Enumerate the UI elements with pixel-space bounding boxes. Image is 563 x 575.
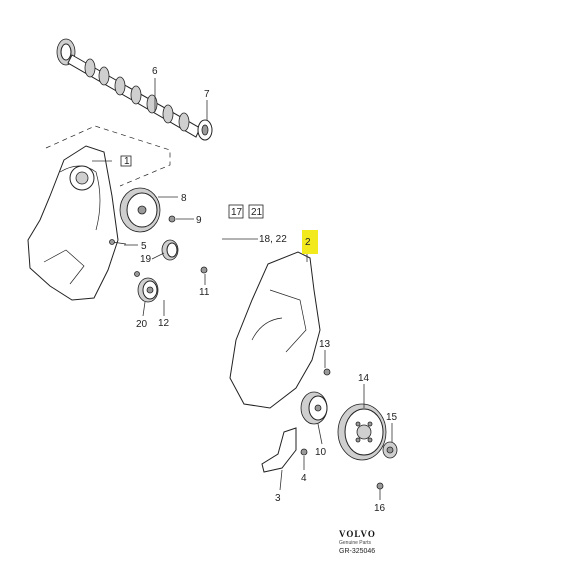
bracket — [261, 427, 297, 473]
camshaft-seal — [197, 119, 213, 141]
brand-block: VOLVO Genuine Parts GR-325046 — [339, 529, 409, 555]
crankshaft-pulley — [337, 403, 387, 461]
callout-3[interactable]: 3 — [275, 493, 281, 504]
bolt-9 — [168, 215, 176, 223]
bolt-5 — [109, 239, 127, 245]
callout-15[interactable]: 15 — [386, 412, 398, 423]
callout-16[interactable]: 16 — [374, 503, 386, 514]
callout-6[interactable]: 6 — [152, 66, 158, 77]
brand-subtitle: Genuine Parts — [339, 540, 371, 546]
callout-2-highlight — [302, 230, 318, 254]
callout-1[interactable]: 1 — [124, 156, 130, 167]
callout-1-box — [120, 155, 132, 167]
upper-timing-cover — [27, 145, 119, 301]
callout-13[interactable]: 13 — [319, 339, 331, 350]
callout-5[interactable]: 5 — [141, 241, 147, 252]
pulley-bolt — [382, 441, 398, 459]
callout-17-box — [228, 204, 244, 219]
callout-17[interactable]: 17 — [231, 207, 243, 218]
callout-2[interactable]: 2 — [305, 237, 311, 248]
callout-4[interactable]: 4 — [301, 473, 307, 484]
brand-logo: VOLVO — [339, 529, 376, 539]
bolt-4 — [300, 448, 308, 456]
bolt-11 — [200, 266, 208, 274]
belt-tensioner — [134, 271, 159, 303]
callout-10[interactable]: 10 — [315, 447, 327, 458]
callout-9[interactable]: 9 — [196, 215, 202, 226]
camshaft — [56, 38, 201, 138]
callout-18-22[interactable]: 18, 22 — [259, 234, 287, 245]
callout-8[interactable]: 8 — [181, 193, 187, 204]
callout-21[interactable]: 21 — [251, 207, 263, 218]
callout-21-box — [248, 204, 264, 219]
idler-roller — [161, 239, 179, 261]
leader-lines — [92, 78, 393, 500]
callout-7[interactable]: 7 — [204, 89, 210, 100]
callout-11[interactable]: 11 — [199, 287, 210, 298]
lower-timing-cover — [229, 251, 321, 409]
bolt-16 — [376, 482, 384, 490]
timing-belt — [176, 220, 230, 368]
diagram-reference: GR-325046 — [339, 548, 376, 555]
callout-20[interactable]: 20 — [136, 319, 148, 330]
callout-12[interactable]: 12 — [158, 318, 170, 329]
crankshaft-sprocket — [300, 391, 328, 425]
callout-14[interactable]: 14 — [358, 373, 370, 384]
camshaft-pulley — [119, 187, 161, 233]
bolt-13 — [323, 368, 331, 376]
callout-19[interactable]: 19 — [140, 254, 152, 265]
cover-group-outline — [45, 125, 171, 187]
